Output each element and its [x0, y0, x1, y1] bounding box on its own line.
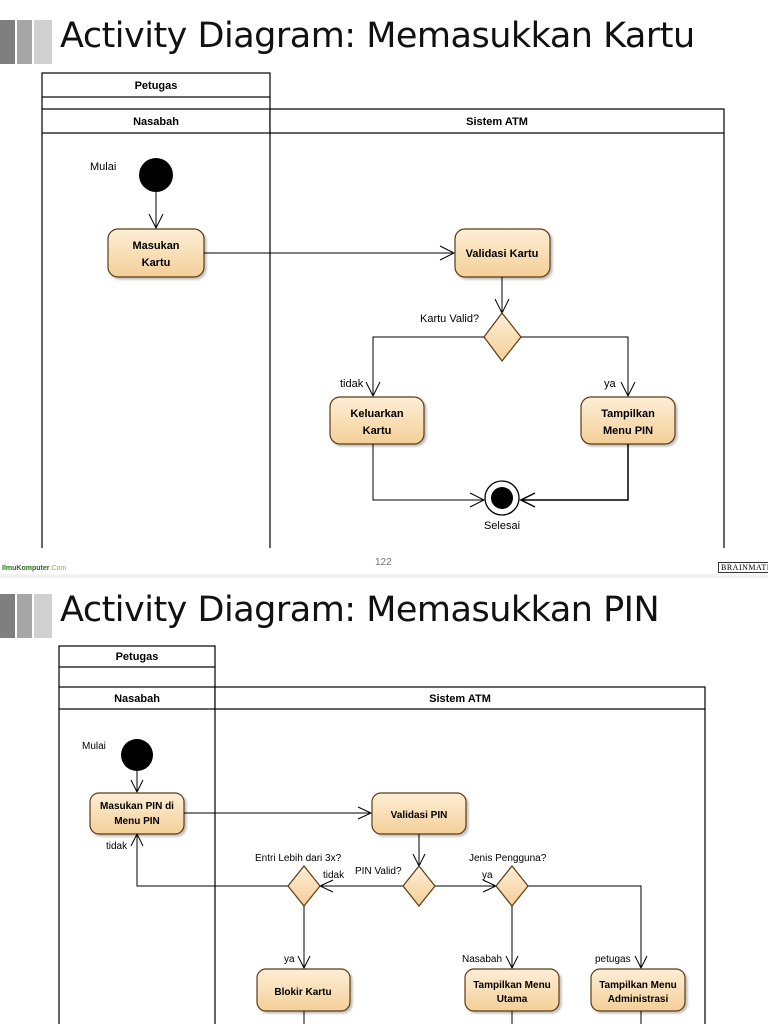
decision-label-jenis: Jenis Pengguna? [469, 853, 547, 864]
lane-label-sistem: Sistem ATM [429, 693, 491, 705]
footer-brand-logo: IlmuKomputer.Com [2, 565, 67, 572]
activity-label-line: Utama [497, 994, 528, 1005]
guard-tidak-mid: tidak [323, 870, 345, 881]
swimlane-petugas: Petugas [41, 72, 271, 109]
swimlane-nasabah: Nasabah [41, 108, 271, 548]
guard-ya-jenis: ya [482, 870, 493, 881]
slide-title: Activity Diagram: Memasukkan PIN [60, 590, 660, 630]
activity-label: Validasi PIN [391, 810, 448, 821]
decision-label: Kartu Valid? [420, 313, 479, 325]
slide-memasukkan-pin: Activity Diagram: Memasukkan PIN Petugas… [0, 578, 768, 1024]
activity-blokir-kartu: Blokir Kartu [256, 968, 351, 1012]
slide-memasukkan-kartu: Activity Diagram: Memasukkan Kartu Petug… [0, 16, 768, 573]
activity-masukan-kartu: Masukan Kartu [107, 228, 205, 278]
guard-tidak-left: tidak [106, 841, 128, 852]
slide-title: Activity Diagram: Memasukkan Kartu [60, 16, 695, 56]
guard-nasabah: Nasabah [462, 954, 502, 965]
activity-label-line: Tampilkan [601, 408, 655, 420]
swimlane-nasabah: Nasabah [58, 686, 216, 1024]
activity-label-line: Tampilkan Menu [599, 980, 677, 991]
decision-jenis-pengguna [495, 865, 529, 907]
guard-ya: ya [604, 378, 617, 390]
brainmatics-logo: BRAINMATICS [718, 562, 768, 573]
swimlane-sistem-atm: Sistem ATM [214, 686, 706, 1024]
lane-label-nasabah: Nasabah [114, 693, 160, 705]
activity-label: Blokir Kartu [274, 987, 331, 998]
activity-label-line: Keluarkan [350, 408, 403, 420]
decision-kartu-valid [483, 312, 522, 362]
lane-label-petugas: Petugas [135, 80, 178, 92]
activity-tampilkan-menu-pin: Tampilkan Menu PIN [580, 396, 676, 445]
activity-label-line: Masukan [132, 240, 179, 252]
activity-label-line: Masukan PIN di [100, 801, 174, 812]
title-tab-icon [0, 594, 56, 638]
lane-label-nasabah: Nasabah [133, 116, 179, 128]
initial-node [121, 739, 153, 771]
lane-label-petugas: Petugas [116, 651, 159, 663]
activity-label-line: Administrasi [608, 994, 669, 1005]
initial-node [139, 158, 173, 192]
guard-ya-blokir: ya [284, 954, 295, 965]
final-node [484, 480, 520, 516]
activity-validasi-pin: Validasi PIN [371, 792, 467, 835]
end-label: Selesai [484, 520, 520, 532]
swimlane-petugas: Petugas [58, 645, 216, 687]
guard-tidak: tidak [340, 378, 364, 390]
activity-label-line: Tampilkan Menu [473, 980, 551, 991]
activity-label-line: Menu PIN [603, 425, 653, 437]
activity-diagram-kartu: Petugas Nasabah Sistem ATM Mulai Masukan… [41, 72, 725, 548]
activity-tampilkan-menu-utama: Tampilkan Menu Utama [464, 968, 560, 1012]
activity-keluarkan-kartu: Keluarkan Kartu [329, 396, 425, 445]
activity-label-line: Kartu [363, 425, 392, 437]
decision-label-pin-valid: PIN Valid? [355, 866, 402, 877]
activity-label-line: Kartu [142, 257, 171, 269]
lane-label-sistem: Sistem ATM [466, 116, 528, 128]
page-number: 122 [375, 557, 392, 568]
activity-tampilkan-menu-administrasi: Tampilkan Menu Administrasi [590, 968, 686, 1012]
swimlane-sistem-atm: Sistem ATM [269, 108, 725, 548]
guard-petugas: petugas [595, 954, 631, 965]
decision-entri-lebih-3x [287, 865, 321, 907]
start-label: Mulai [82, 741, 106, 752]
decision-pin-valid [402, 865, 436, 907]
start-label: Mulai [90, 161, 116, 173]
title-tab-icon [0, 20, 56, 64]
activity-label-line: Menu PIN [114, 816, 160, 827]
activity-diagram-pin: Petugas Nasabah Sistem ATM Mulai Masukan… [58, 645, 706, 1024]
decision-label-entri: Entri Lebih dari 3x? [255, 853, 342, 864]
activity-validasi-kartu: Validasi Kartu [454, 228, 551, 278]
activity-label: Validasi Kartu [466, 248, 539, 260]
activity-masukan-pin: Masukan PIN di Menu PIN [89, 792, 185, 835]
